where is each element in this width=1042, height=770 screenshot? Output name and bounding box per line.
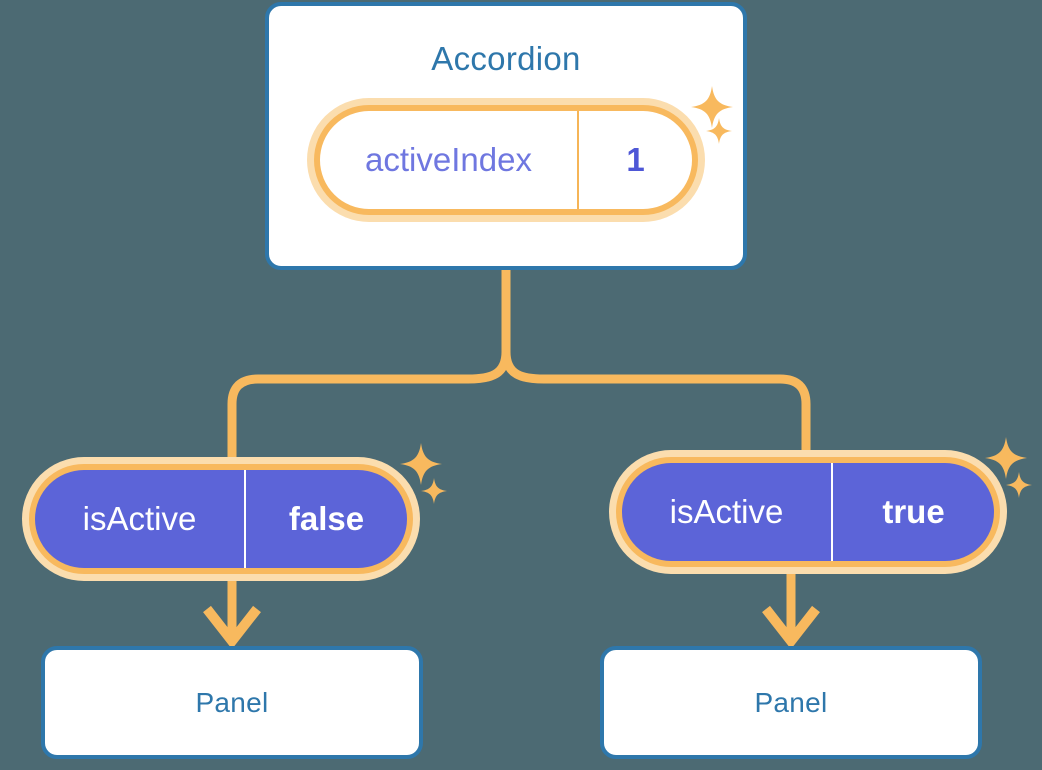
prop-value-label: false [288,500,365,537]
prop-value-label: true [882,493,945,530]
pill-body: isActive true [622,463,994,561]
pill-body: isActive false [35,470,407,568]
state-value-label: 1 [626,141,645,178]
prop-pill-is-active-false[interactable]: isActive false [22,457,420,581]
pill-ring: isActive true [616,457,1000,567]
connector-fork-left [227,351,511,462]
prop-key-label: isActive [35,470,246,568]
arrow-left-pill-to-panel [203,580,261,650]
pill-ring: activeIndex 1 [314,105,698,215]
state-key-label: activeIndex [320,111,579,209]
sparkle-four-point-small-icon [1006,472,1032,498]
component-card-panel-right[interactable]: Panel [600,646,982,759]
pill-ring: isActive false [29,464,413,574]
pill-body: activeIndex 1 [320,111,692,209]
arrow-right-pill-to-panel [762,573,820,650]
state-pill-active-index[interactable]: activeIndex 1 [307,98,705,222]
connector-fork-right [501,351,811,455]
component-title: Panel [195,686,269,718]
component-title: Accordion [431,40,581,77]
sparkle-four-point-icon [400,443,442,485]
prop-key-label: isActive [622,463,833,561]
prop-pill-is-active-true[interactable]: isActive true [609,450,1007,574]
component-title: Panel [754,686,828,718]
component-card-panel-left[interactable]: Panel [41,646,423,759]
sparkle-four-point-small-icon [421,478,447,504]
